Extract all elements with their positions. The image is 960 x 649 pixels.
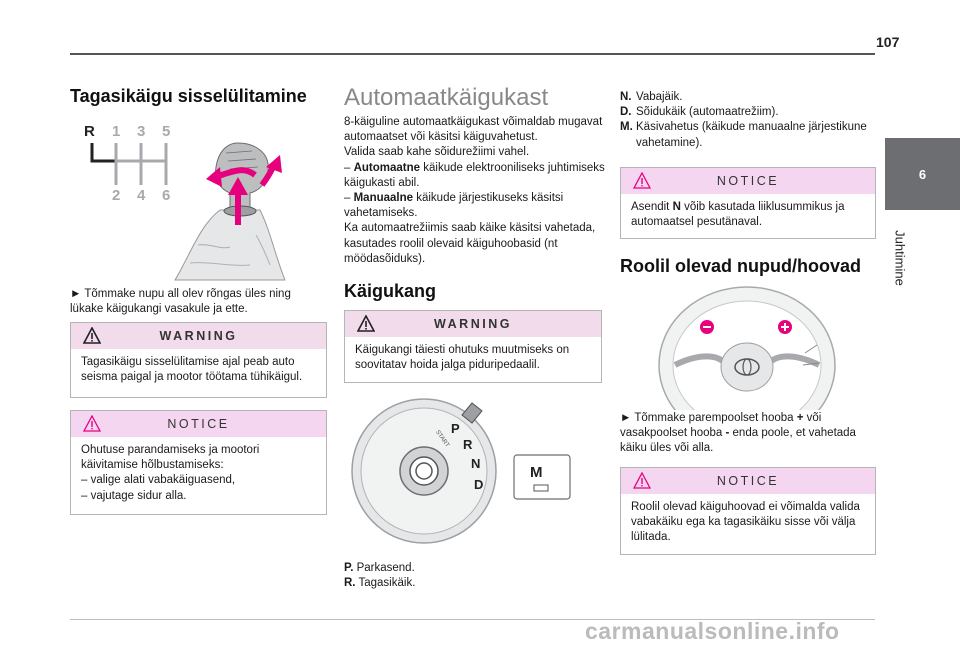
gear-label-2: 2 bbox=[112, 187, 120, 204]
legend-text: Tagasikäik. bbox=[358, 577, 416, 590]
notice-title: NOTICE bbox=[716, 174, 780, 188]
footer-divider bbox=[70, 619, 875, 620]
mode-automatic-name: Automaatne bbox=[353, 161, 421, 174]
mode-manual-text: käikude järjestikuseks käsitsi vahetamis… bbox=[344, 192, 564, 220]
mode-manual-name: Manuaalne bbox=[353, 192, 414, 205]
warning-triangle-icon bbox=[357, 315, 375, 332]
warning-text: Käigukangi täiesti ohutuks muutmiseks on… bbox=[355, 344, 570, 372]
notice-intro: Ohutuse parandamiseks ja mootori käivita… bbox=[81, 444, 260, 472]
gear-pattern-diagram: R 1 3 5 2 4 6 bbox=[84, 123, 170, 204]
steering-paddles-heading: Roolil olevad nupud/hoovad bbox=[620, 256, 861, 276]
gear-label-4: 4 bbox=[137, 187, 146, 204]
warning-triangle-icon bbox=[83, 327, 101, 344]
notice-triangle-icon bbox=[633, 172, 651, 189]
instruction-pre: ► Tõmmake parempoolset hooba bbox=[620, 412, 797, 424]
chapter-title: Juhtimine bbox=[885, 218, 915, 298]
notice-text-pre: Asendit bbox=[631, 201, 673, 213]
steering-wheel-illustration bbox=[658, 286, 836, 410]
minus-symbol: - bbox=[725, 427, 730, 440]
reverse-gear-heading: Tagasikäigu sisselülitamine bbox=[70, 86, 307, 106]
mode-automatic-text: käikude elektrooniliseks juhtimiseks käi… bbox=[344, 161, 605, 189]
neutral-notice-box: NOTICE Asendit N võib kasutada liiklusum… bbox=[620, 167, 876, 239]
reverse-warning-box: WARNING Tagasikäigu sisselülitamise ajal… bbox=[70, 322, 327, 398]
legend-key: P. bbox=[344, 562, 354, 574]
legend-key: D. bbox=[620, 106, 632, 119]
legend-item-m: M.Käsivahetus (käikude manuaalne järjest… bbox=[620, 120, 875, 150]
selector-n-label: N bbox=[471, 456, 480, 471]
notice-triangle-icon bbox=[83, 415, 101, 432]
plus-symbol: + bbox=[796, 412, 804, 424]
manual-gearshift-illustration: R 1 3 5 2 4 6 bbox=[84, 123, 286, 281]
notice-header: NOTICE bbox=[621, 168, 875, 194]
reverse-notice-box: NOTICE Ohutuse parandamiseks ja mootori … bbox=[70, 410, 327, 515]
legend-key: M. bbox=[620, 121, 633, 134]
notice-triangle-icon bbox=[633, 472, 651, 489]
notice-text: Roolil olevad käiguhoovad ei võimalda va… bbox=[631, 501, 860, 544]
notice-title: NOTICE bbox=[716, 474, 780, 488]
gearbox-outro: Ka automaatrežiimis saab käike käsitsi v… bbox=[344, 222, 596, 265]
chapter-number-tab[interactable]: 6 bbox=[885, 138, 960, 210]
m-button-label: M bbox=[530, 464, 543, 481]
notice-title: NOTICE bbox=[167, 417, 230, 431]
warning-header: WARNING bbox=[71, 323, 326, 349]
mode-manual: – Manuaalne käikude järjestikuseks käsit… bbox=[344, 192, 564, 220]
legend-item-r: R. Tagasikäik. bbox=[344, 576, 599, 591]
notice-text: Asendit N võib kasutada liiklusummikus j… bbox=[621, 194, 875, 236]
header-divider bbox=[70, 53, 875, 55]
gear-selector-illustration: P R N D START M bbox=[351, 398, 571, 544]
chapter-number: 6 bbox=[918, 166, 927, 182]
selector-p-label: P bbox=[451, 421, 460, 436]
gearbox-intro: 8-käiguline automaatkäigukast võimaldab … bbox=[344, 116, 603, 144]
modes-lead: Valida saab kahe sõidurežiimi vahel. bbox=[344, 146, 530, 159]
chapter-title-text: Juhtimine bbox=[892, 230, 908, 286]
gear-label-3: 3 bbox=[137, 123, 145, 140]
warning-header: WARNING bbox=[345, 311, 601, 337]
legend-item-n: N. Vabajäik. bbox=[620, 90, 875, 105]
gear-label-6: 6 bbox=[162, 187, 170, 204]
automatic-gearbox-heading: Automaatkäigukast bbox=[344, 84, 549, 111]
reverse-gear-instruction: ► Tõmmake nupu all olev rõngas üles ning… bbox=[70, 288, 291, 316]
legend-key: R. bbox=[344, 577, 356, 590]
notice-text-post: võib kasutada liiklusummikus ja automaat… bbox=[631, 201, 845, 229]
watermark-text: carmanualsonline.info bbox=[585, 618, 840, 644]
instruction-mid: või vasakpoolset hooba bbox=[620, 412, 822, 440]
paddles-notice-box: NOTICE Roolil olevad käiguhoovad ei võim… bbox=[620, 467, 876, 555]
legend-key: N. bbox=[620, 91, 632, 103]
selector-legend: P. Parkasend. R. Tagasikäik. bbox=[344, 561, 599, 591]
selector-d-label: D bbox=[474, 477, 483, 492]
legend-text: Käsivahetus (käikude manuaalne järjestik… bbox=[636, 121, 867, 149]
selector-warning-box: WARNING Käigukangi täiesti ohutuks muutm… bbox=[344, 310, 602, 383]
warning-title: WARNING bbox=[159, 329, 238, 343]
notice-item: – valige alati vabakäiguasend, bbox=[81, 474, 236, 487]
gear-label-r: R bbox=[84, 123, 95, 140]
selector-r-label: R bbox=[463, 437, 473, 452]
legend-item-d: D. Sõidukäik (automaatrežiim). bbox=[620, 105, 875, 120]
notice-header: NOTICE bbox=[71, 411, 326, 437]
legend-text: Sõidukäik (automaatrežiim). bbox=[636, 106, 779, 119]
mode-automatic: – Automaatne käikude elektrooniliseks ju… bbox=[344, 161, 605, 189]
notice-item: – vajutage sidur alla. bbox=[81, 489, 187, 502]
selector-legend-continued: N. Vabajäik. D. Sõidukäik (automaatrežiim)… bbox=[620, 90, 875, 151]
automatic-gearbox-description: 8-käiguline automaatkäigukast võimaldab … bbox=[344, 115, 606, 267]
paddles-instruction: ► Tõmmake parempoolset hooba + või vasak… bbox=[620, 411, 875, 457]
warning-text: Tagasikäigu sisselülitamise ajal peab au… bbox=[81, 356, 303, 384]
legend-item-p: P. Parkasend. bbox=[344, 561, 599, 576]
notice-text-bold: N bbox=[672, 201, 681, 213]
notice-body: Ohutuse parandamiseks ja mootori käivita… bbox=[71, 437, 326, 510]
page-number: 107 bbox=[876, 34, 900, 50]
gear-selector-heading: Käigukang bbox=[344, 281, 437, 301]
legend-text: Parkasend. bbox=[356, 562, 415, 574]
warning-title: WARNING bbox=[434, 317, 512, 331]
legend-text: Vabajäik. bbox=[636, 91, 683, 103]
instruction-post: enda poole, et vahetada käiku üles või a… bbox=[620, 427, 856, 455]
notice-header: NOTICE bbox=[621, 468, 875, 494]
gear-label-1: 1 bbox=[112, 123, 120, 140]
gear-label-5: 5 bbox=[162, 123, 170, 140]
